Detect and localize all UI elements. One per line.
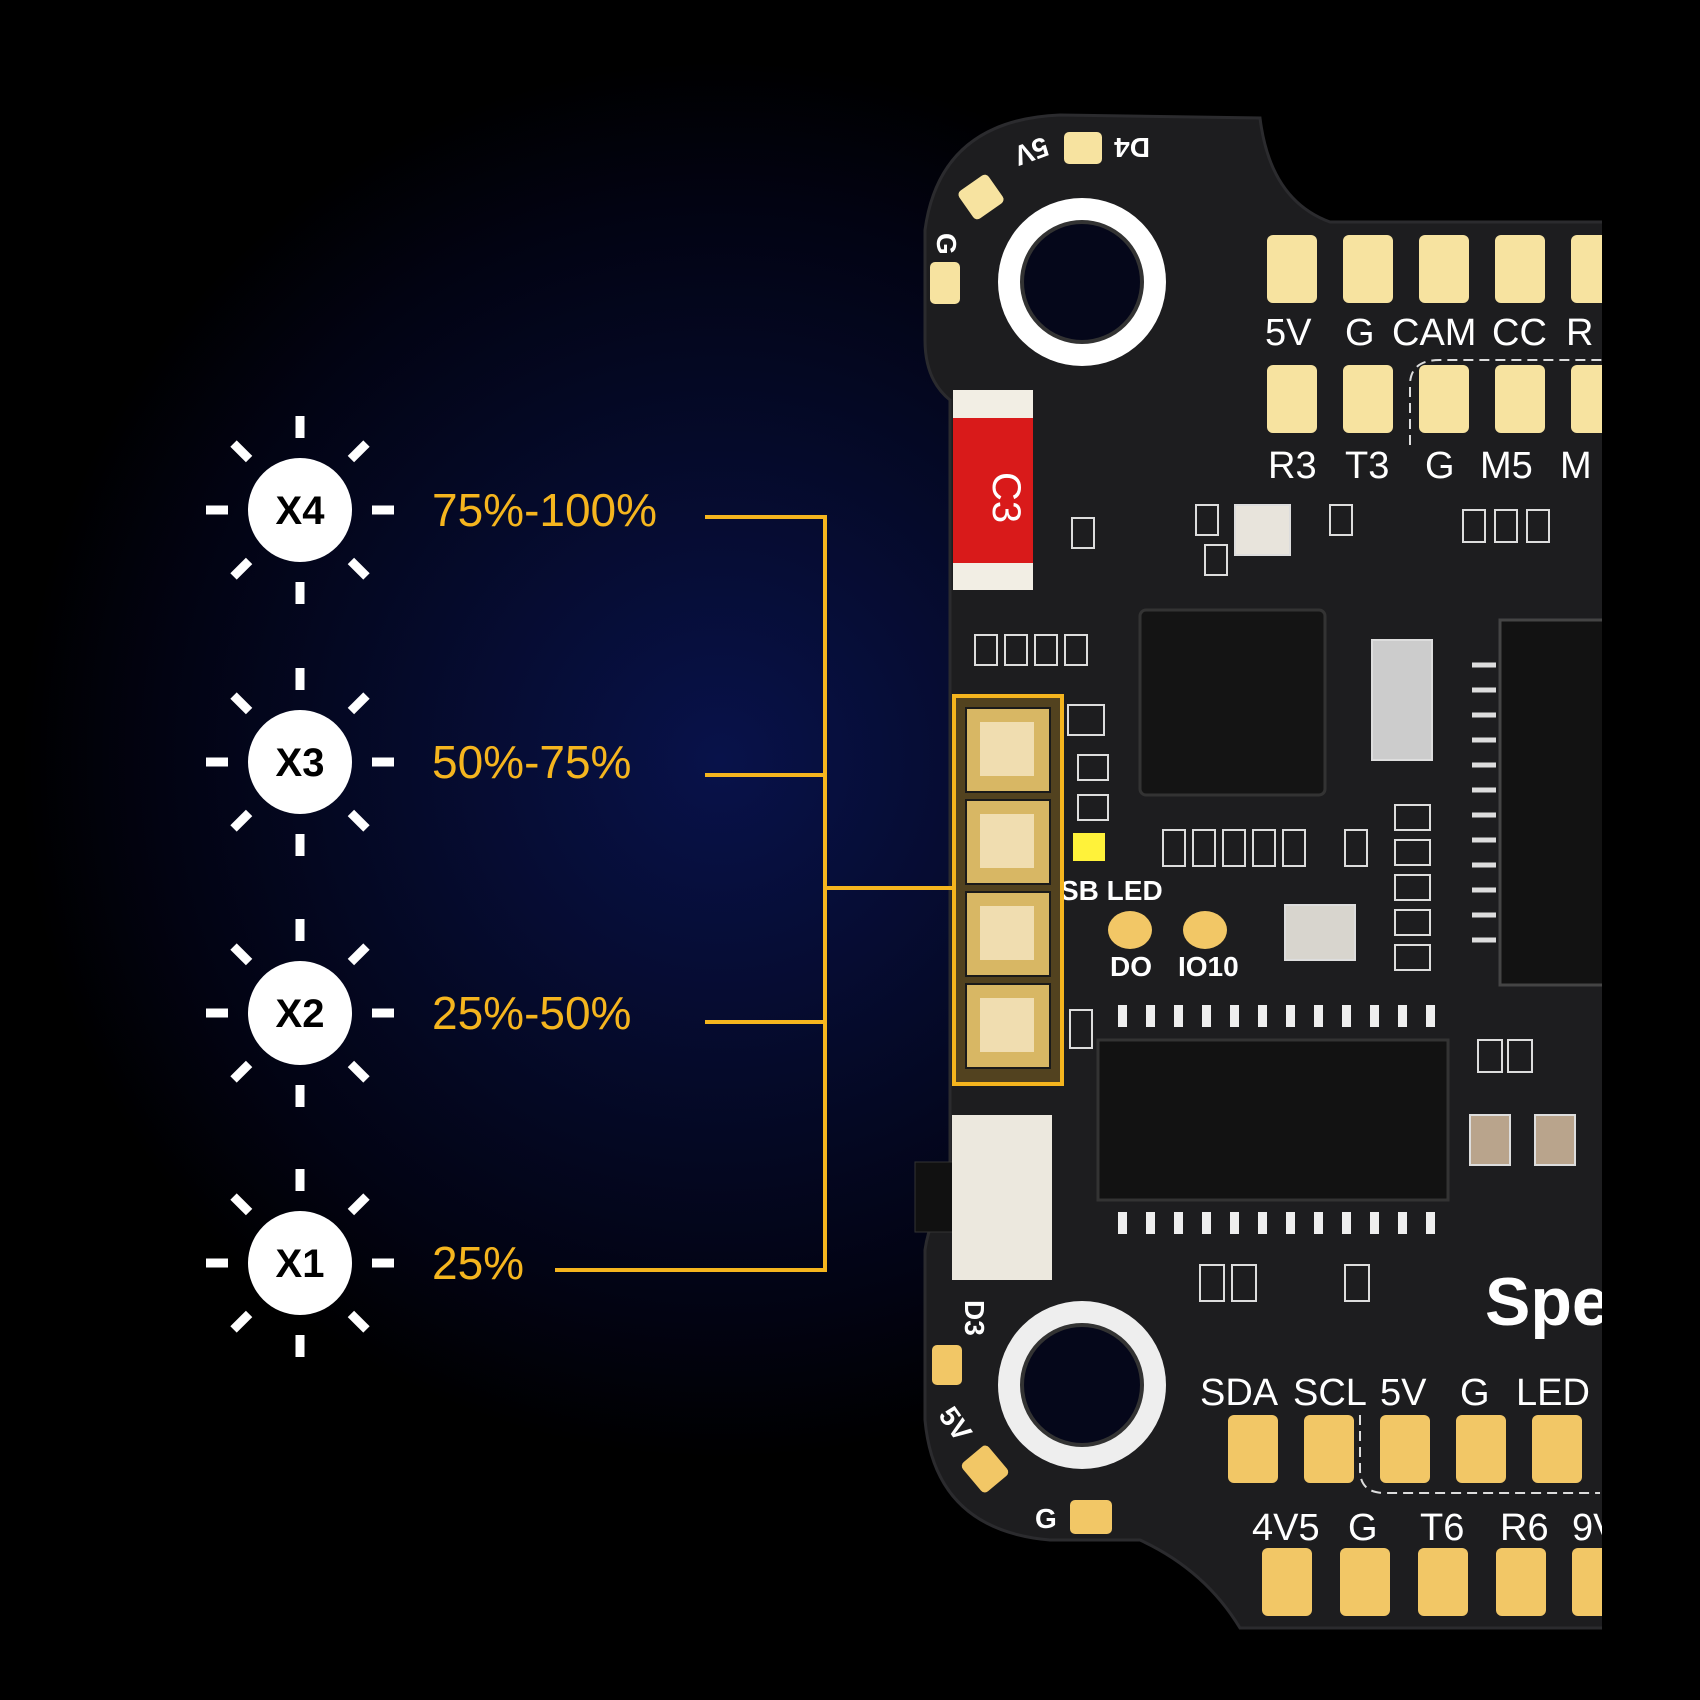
- level-badge: X1: [276, 1242, 325, 1286]
- pad-label: DO: [1110, 951, 1152, 982]
- osd-pins: [1118, 1005, 1435, 1234]
- pad-label: R6: [1500, 1507, 1549, 1549]
- pad-label: SDA: [1200, 1372, 1279, 1414]
- pad-label: 9V: [1572, 1507, 1619, 1549]
- pad-5v: [961, 1445, 1009, 1493]
- usb-connector: [914, 1115, 1052, 1280]
- pad-label: CAM: [1392, 312, 1476, 354]
- mounting-hole-bottom: [998, 1301, 1166, 1469]
- smd-components: [974, 504, 1576, 1302]
- pad-label: G: [931, 233, 962, 255]
- level-range: 75%-100%: [432, 484, 657, 536]
- pad-g: [930, 262, 960, 304]
- pad-label: T3: [1345, 445, 1389, 487]
- led-label: SB LED: [1060, 875, 1163, 906]
- connector-lines: [555, 515, 954, 1272]
- pad-d3: [932, 1345, 962, 1385]
- pad-d4: [1064, 132, 1102, 164]
- pad-label: R: [1566, 312, 1593, 354]
- level-range: 50%-75%: [432, 736, 631, 788]
- brightness-level-x1: X1 25%: [206, 1169, 524, 1357]
- brightness-level-x3: X3 50%-75%: [206, 668, 631, 856]
- pad-label: T6: [1420, 1507, 1464, 1549]
- sun-icon: [206, 416, 394, 604]
- top-pad-row-2: [1267, 359, 1602, 445]
- pad-io10: [1183, 911, 1227, 949]
- bottom-pad-row-2: [1262, 1548, 1602, 1616]
- pad-label: CC: [1492, 312, 1547, 354]
- sun-icon: [206, 1169, 394, 1357]
- sun-icon: [206, 919, 394, 1107]
- bottom-pad-row-1: [1228, 1415, 1600, 1494]
- pad-label: G: [1460, 1372, 1490, 1414]
- led-connector: [952, 694, 1064, 1086]
- pad-label: D3: [959, 1300, 990, 1336]
- status-led: [1073, 833, 1105, 861]
- level-badge: X2: [276, 992, 325, 1036]
- pad-label: 5V: [1265, 312, 1312, 354]
- capacitor: C3: [953, 390, 1033, 590]
- pad-label: G: [1348, 1507, 1378, 1549]
- brightness-level-x2: X2 25%-50%: [206, 919, 631, 1107]
- level-range: 25%: [432, 1237, 524, 1289]
- pad-label: 4V5: [1252, 1507, 1320, 1549]
- brightness-level-x4: X4 75%-100%: [206, 416, 657, 604]
- pad-label: IO10: [1178, 951, 1239, 982]
- pad-label: G: [1425, 445, 1455, 487]
- top-pad-row-1: [1267, 235, 1602, 303]
- sun-icon: [206, 668, 394, 856]
- pad-label: M: [1560, 445, 1592, 487]
- level-badge: X3: [276, 741, 325, 785]
- mcu-pins: [1472, 662, 1496, 943]
- pad-label: G: [1345, 312, 1375, 354]
- capacitor-label: C3: [984, 472, 1028, 523]
- pad-label: 5V: [1380, 1372, 1427, 1414]
- pad-label: M5: [1480, 445, 1533, 487]
- chip-gyro: [1138, 608, 1327, 797]
- pad-5v: [958, 174, 1004, 220]
- pad-do: [1108, 911, 1152, 949]
- pad-label: D4: [1114, 132, 1150, 163]
- pcb: [923, 113, 1602, 1630]
- pad-g: [1070, 1500, 1112, 1534]
- chip-osd: [1096, 1038, 1450, 1202]
- pad-label: LED: [1516, 1372, 1590, 1414]
- brand-name: Spe: [1485, 1264, 1610, 1340]
- mounting-hole-top: [998, 198, 1166, 366]
- pad-label: SCL: [1293, 1372, 1367, 1414]
- pad-label: R3: [1268, 445, 1317, 487]
- chip-mcu: [1498, 618, 1602, 987]
- level-range: 25%-50%: [432, 987, 631, 1039]
- flight-controller-board: 5V D4 G D3 5V G C3 5V G CAM CC R: [914, 113, 1619, 1630]
- pad-label: G: [1035, 1503, 1057, 1534]
- level-badge: X4: [276, 489, 326, 533]
